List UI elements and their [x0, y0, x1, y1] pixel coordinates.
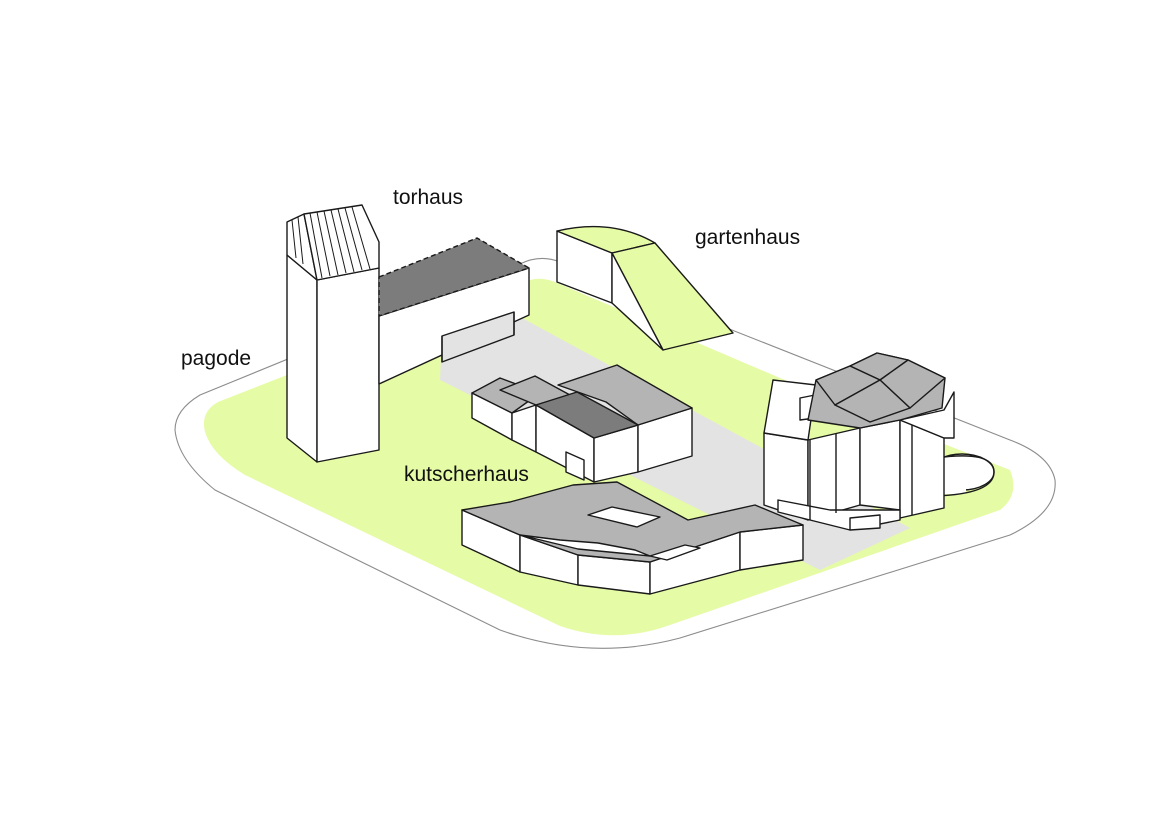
label-torhaus: torhaus: [393, 186, 464, 209]
torhaus-building: [378, 237, 530, 385]
site-boundary-outline: [174, 257, 1056, 649]
central-building: [471, 364, 693, 483]
villa-building: [763, 352, 995, 531]
label-pagode: pagode: [181, 347, 252, 370]
pagode-building: [286, 204, 380, 463]
kutscherhaus-building: [461, 481, 804, 595]
label-kutscherhaus: kutscherhaus: [404, 463, 529, 486]
label-gartenhaus: gartenhaus: [695, 226, 801, 249]
gartenhaus-building: [556, 225, 734, 351]
